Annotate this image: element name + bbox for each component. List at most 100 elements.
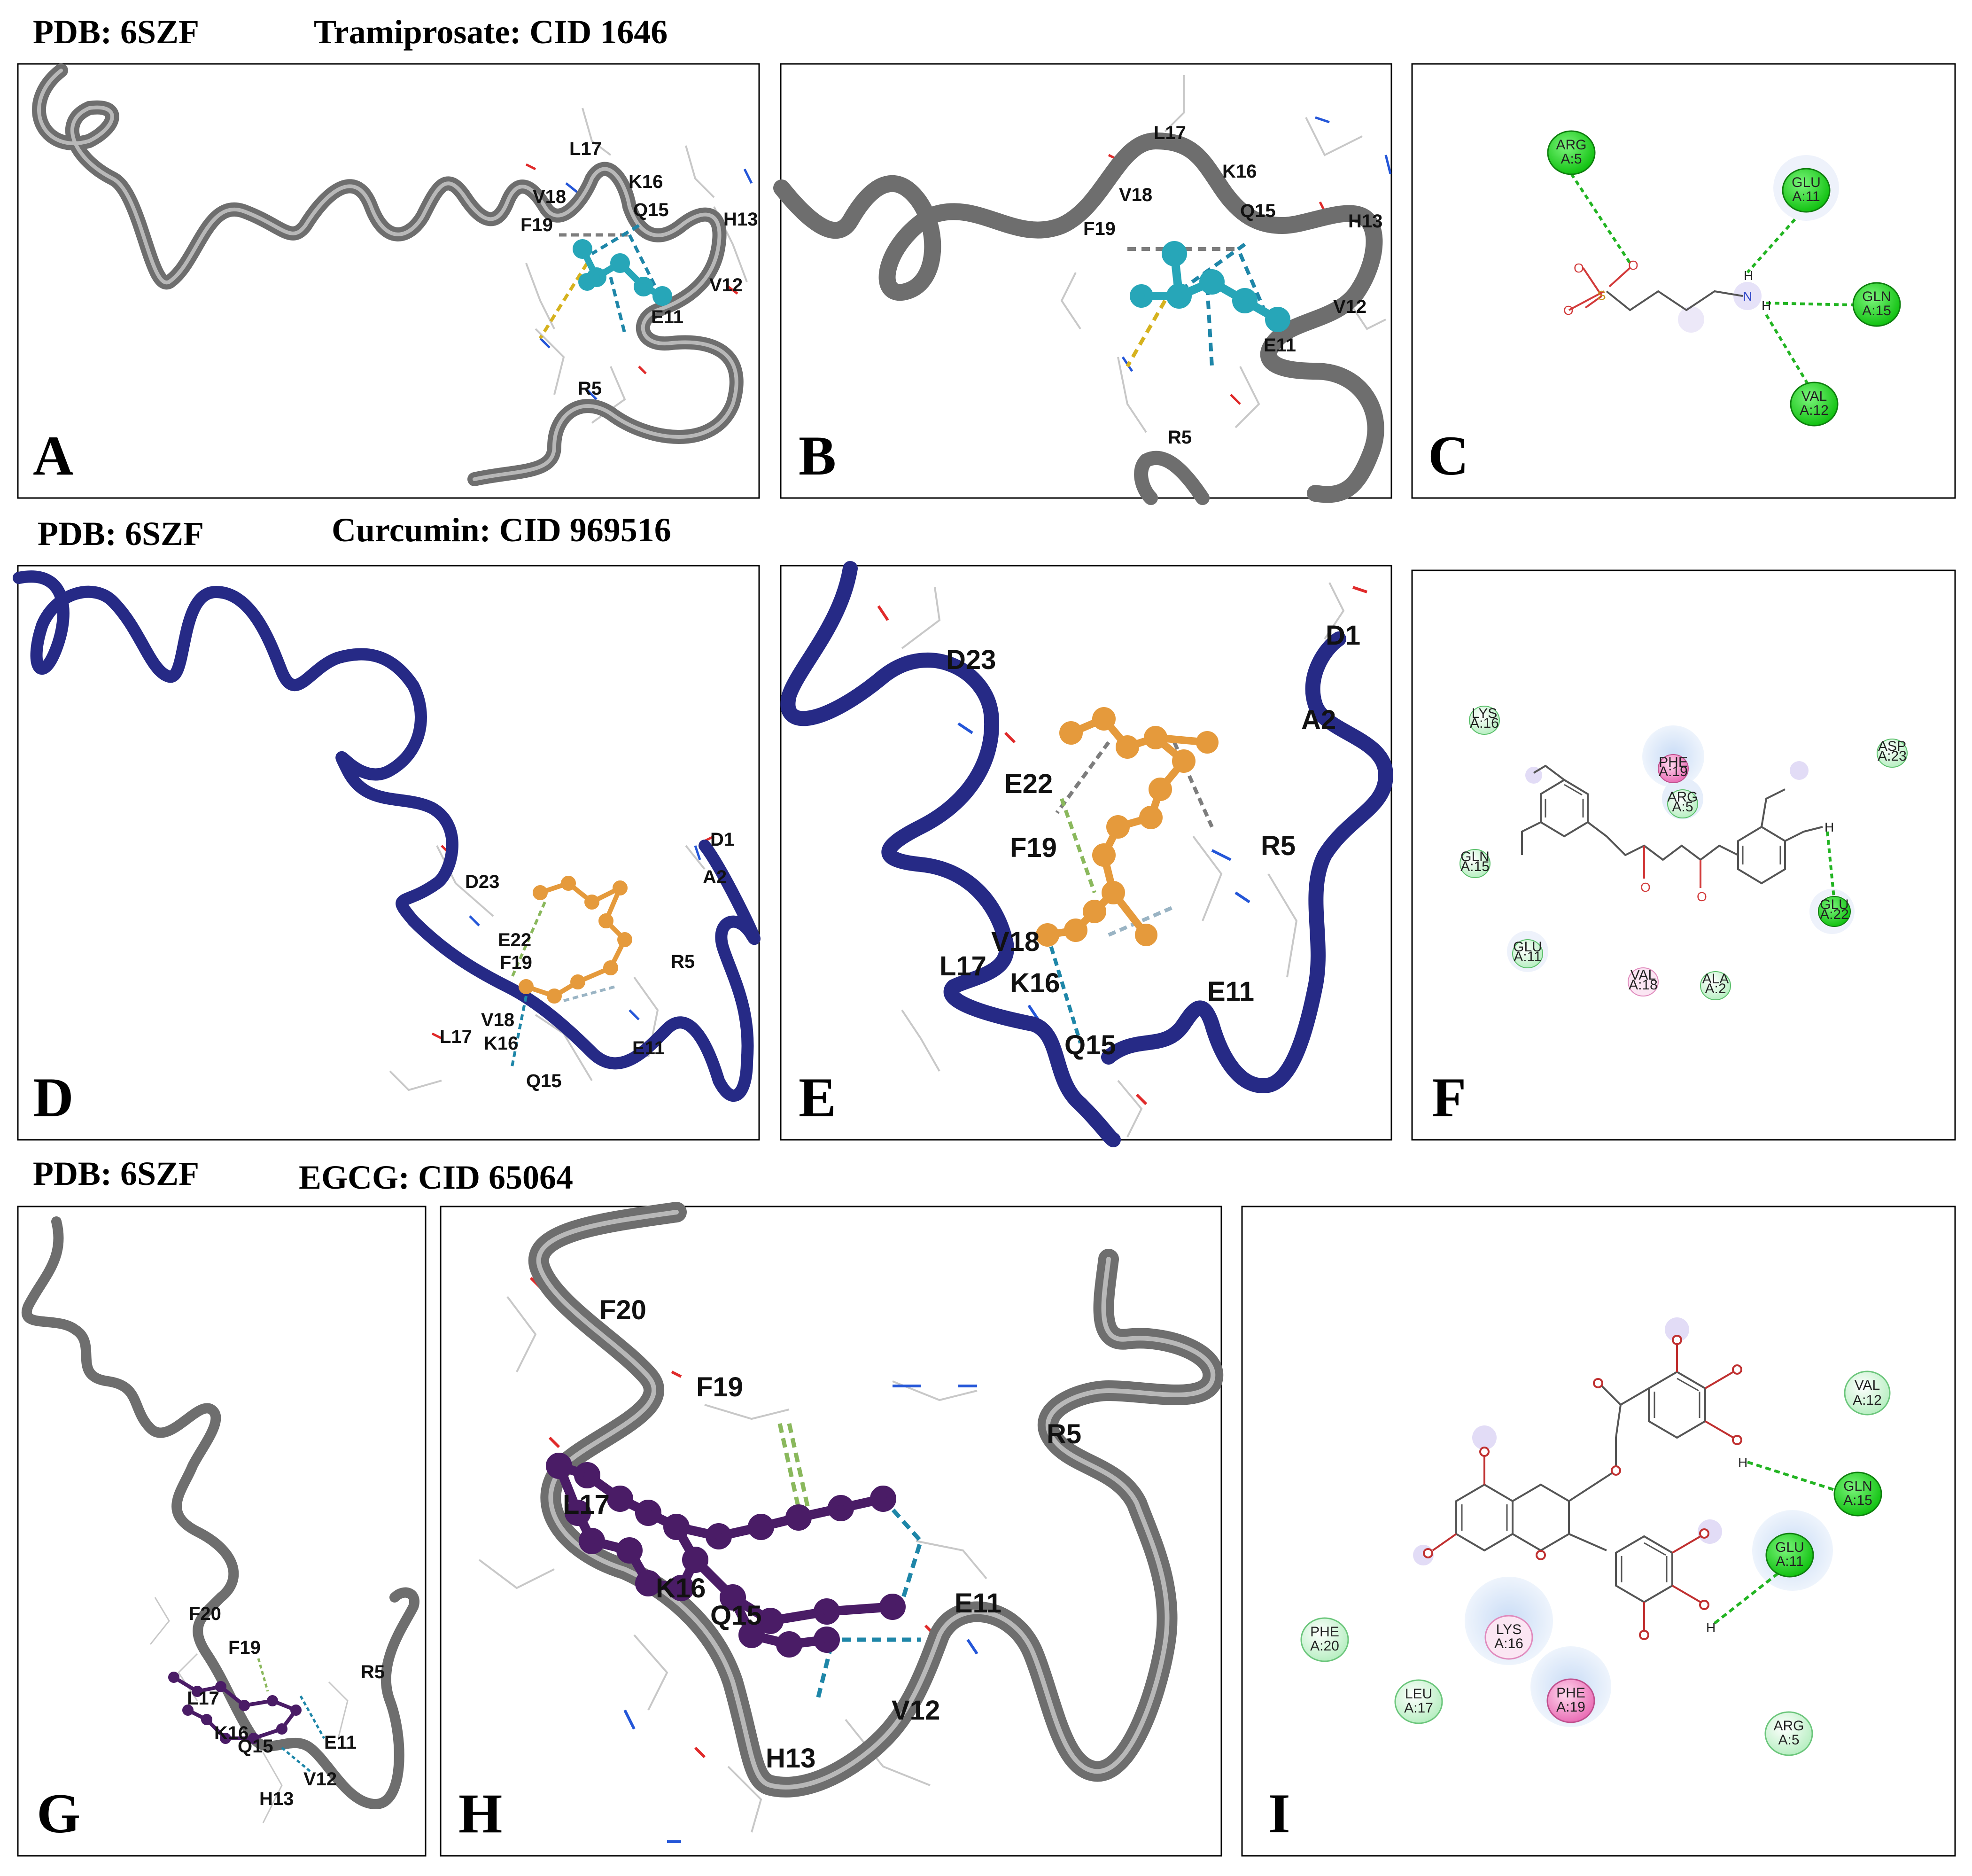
panel-d: D23 D1 A2 E22 F19 R5 V18 L17 K16 E11 Q15… (13, 565, 761, 1141)
panel-c-atom: O (1628, 258, 1638, 272)
row3-ligand-header: EGCG: CID 65064 (299, 1159, 573, 1196)
panel-g-residue: E11 (324, 1732, 357, 1753)
panel-f-residue-node: PHE A:19 (1658, 754, 1689, 783)
panel-f-residue-node: GLU A:11 (1512, 939, 1543, 968)
panel-f-oxo-atom: O (1697, 889, 1707, 904)
svg-text:A:12: A:12 (1853, 1393, 1882, 1408)
panel-b-residue: V18 (1119, 185, 1152, 205)
panel-h-residue: R5 (1047, 1419, 1081, 1449)
panel-b-residue: E11 (1264, 335, 1296, 356)
panel-c-hbonds (1570, 173, 1875, 386)
panel-f-oxo-atom: O (1640, 880, 1651, 895)
svg-text:GLN: GLN (1843, 1479, 1872, 1494)
panel-e-residue: F19 (1010, 833, 1057, 863)
svg-text:VAL: VAL (1855, 1378, 1880, 1393)
panel-f-atom: H (1824, 820, 1834, 834)
panel-a-residue: Q15 (633, 200, 669, 220)
row2-pdb-header: PDB: 6SZF (38, 515, 204, 553)
panel-a-ligand (573, 239, 672, 306)
panel-b: L17 K16 V18 Q15 F19 H13 V12 E11 R5 B (773, 63, 1392, 505)
row3-pdb-header: PDB: 6SZF (33, 1155, 199, 1192)
panel-d-interactions (511, 901, 616, 1067)
panel-g-frame (17, 1206, 427, 1857)
svg-text:GLN: GLN (1460, 849, 1490, 864)
panel-g-residue: H13 (259, 1789, 294, 1809)
panel-b-residue: H13 (1348, 211, 1382, 232)
panel-b-sidechains (1060, 75, 1386, 433)
panel-f-residue-node: VAL A:18 (1628, 967, 1659, 996)
svg-text:A:19: A:19 (1659, 764, 1688, 779)
panel-d-residue: V18 (481, 1010, 514, 1030)
panel-d-ribbon (13, 570, 753, 1102)
panel-c-atom-halo (1678, 306, 1704, 333)
panel-h-nitrogen-sticks (623, 1385, 978, 1843)
panel-a-residue: K16 (629, 171, 663, 192)
panel-h-residue: V12 (892, 1695, 940, 1726)
svg-text:A:17: A:17 (1404, 1700, 1433, 1716)
panel-b-ligand (1130, 241, 1290, 332)
panel-c-residue-node: GLN A:15 (1852, 282, 1901, 327)
panel-c-residue-node: GLU A:11 (1782, 168, 1831, 213)
svg-text:LYS: LYS (1472, 706, 1497, 721)
svg-text:LEU: LEU (1405, 1686, 1432, 1702)
panel-d-residue: E11 (632, 1038, 665, 1059)
svg-text:LYS: LYS (1496, 1622, 1522, 1637)
panel-c-residue-node: VAL A:12 (1790, 381, 1839, 427)
svg-text:A:2: A:2 (1705, 981, 1726, 996)
panel-d-ligand (519, 876, 632, 1004)
panel-h: F20 F19 R5 L17 K16 Q15 E11 V12 H13 H (440, 1202, 1224, 1857)
svg-text:A:11: A:11 (1792, 189, 1820, 204)
panel-a-residue: E11 (651, 307, 683, 327)
svg-text:GLU: GLU (1792, 175, 1821, 190)
panel-c-atom: H (1762, 298, 1771, 313)
svg-text:GLN: GLN (1862, 289, 1891, 304)
panel-h-residue: E11 (955, 1588, 1002, 1619)
panel-a-label: A (33, 424, 74, 487)
panel-h-residue: H13 (766, 1743, 815, 1774)
panel-b-label: B (799, 424, 836, 487)
svg-text:GLU: GLU (1775, 1540, 1804, 1555)
panel-e-residue: V18 (991, 926, 1040, 957)
panel-f-skeleton (1521, 764, 1823, 888)
panel-h-ribbon-highlight (536, 1210, 1216, 1790)
panel-i-atom: H (1706, 1620, 1716, 1635)
panel-g-residue: F19 (228, 1637, 261, 1658)
panel-d-residue: R5 (671, 951, 695, 972)
panel-i-skeleton (1432, 1344, 1734, 1630)
panel-a-nitrogen-sticks (539, 168, 753, 400)
panel-e-oxygen-sticks (877, 586, 1367, 1105)
panel-d-ribbon-tail (699, 840, 761, 1068)
panel-g-residue: L17 (187, 1688, 219, 1709)
panel-g-residue: K16 (214, 1723, 248, 1744)
svg-text:GLU: GLU (1513, 939, 1542, 955)
panel-a-ribbon-highlight (37, 69, 738, 481)
panel-e-residue: E11 (1207, 976, 1254, 1007)
svg-text:A:5: A:5 (1778, 1732, 1799, 1748)
panel-b-residue: R5 (1168, 427, 1192, 448)
panel-a-residue: V12 (709, 275, 743, 296)
panel-i-atom: H (1738, 1455, 1747, 1470)
svg-text:PHE: PHE (1659, 755, 1688, 770)
svg-text:A:23: A:23 (1878, 748, 1907, 764)
panel-f-residue-node: GLU A:22 (1818, 896, 1851, 927)
panel-d-residue: E22 (498, 930, 531, 950)
panel-e-ligand (1036, 707, 1219, 947)
panel-g: F20 F19 R5 L17 K16 Q15 E11 V12 H13 G (17, 1206, 427, 1857)
panel-f-label: F (1432, 1066, 1466, 1129)
panel-c-label: C (1428, 424, 1469, 487)
panel-d-residue: Q15 (526, 1071, 562, 1091)
panel-i-frame (1241, 1206, 1956, 1857)
panel-d-residue: K16 (484, 1033, 518, 1054)
panel-e: D23 D1 A2 E22 F19 R5 V18 L17 K16 E11 Q15… (780, 561, 1394, 1147)
panel-c: S O O O N H H ARG A:5 GLU A:11 GLN A:15 … (1411, 63, 1956, 499)
panel-d-nitrogen-sticks (469, 845, 701, 1020)
panel-h-label: H (458, 1782, 502, 1845)
panel-b-residue: L17 (1154, 123, 1186, 143)
svg-text:ARG: ARG (1667, 789, 1698, 805)
panel-f-frame (1411, 569, 1956, 1141)
panel-d-residue: L17 (440, 1027, 472, 1047)
panel-a-interactions (539, 224, 660, 339)
panel-f-residue-node: ASP A:23 (1877, 739, 1908, 768)
panel-a-residue: R5 (578, 378, 602, 399)
panel-i-residue-node: PHE A:20 (1300, 1617, 1349, 1662)
